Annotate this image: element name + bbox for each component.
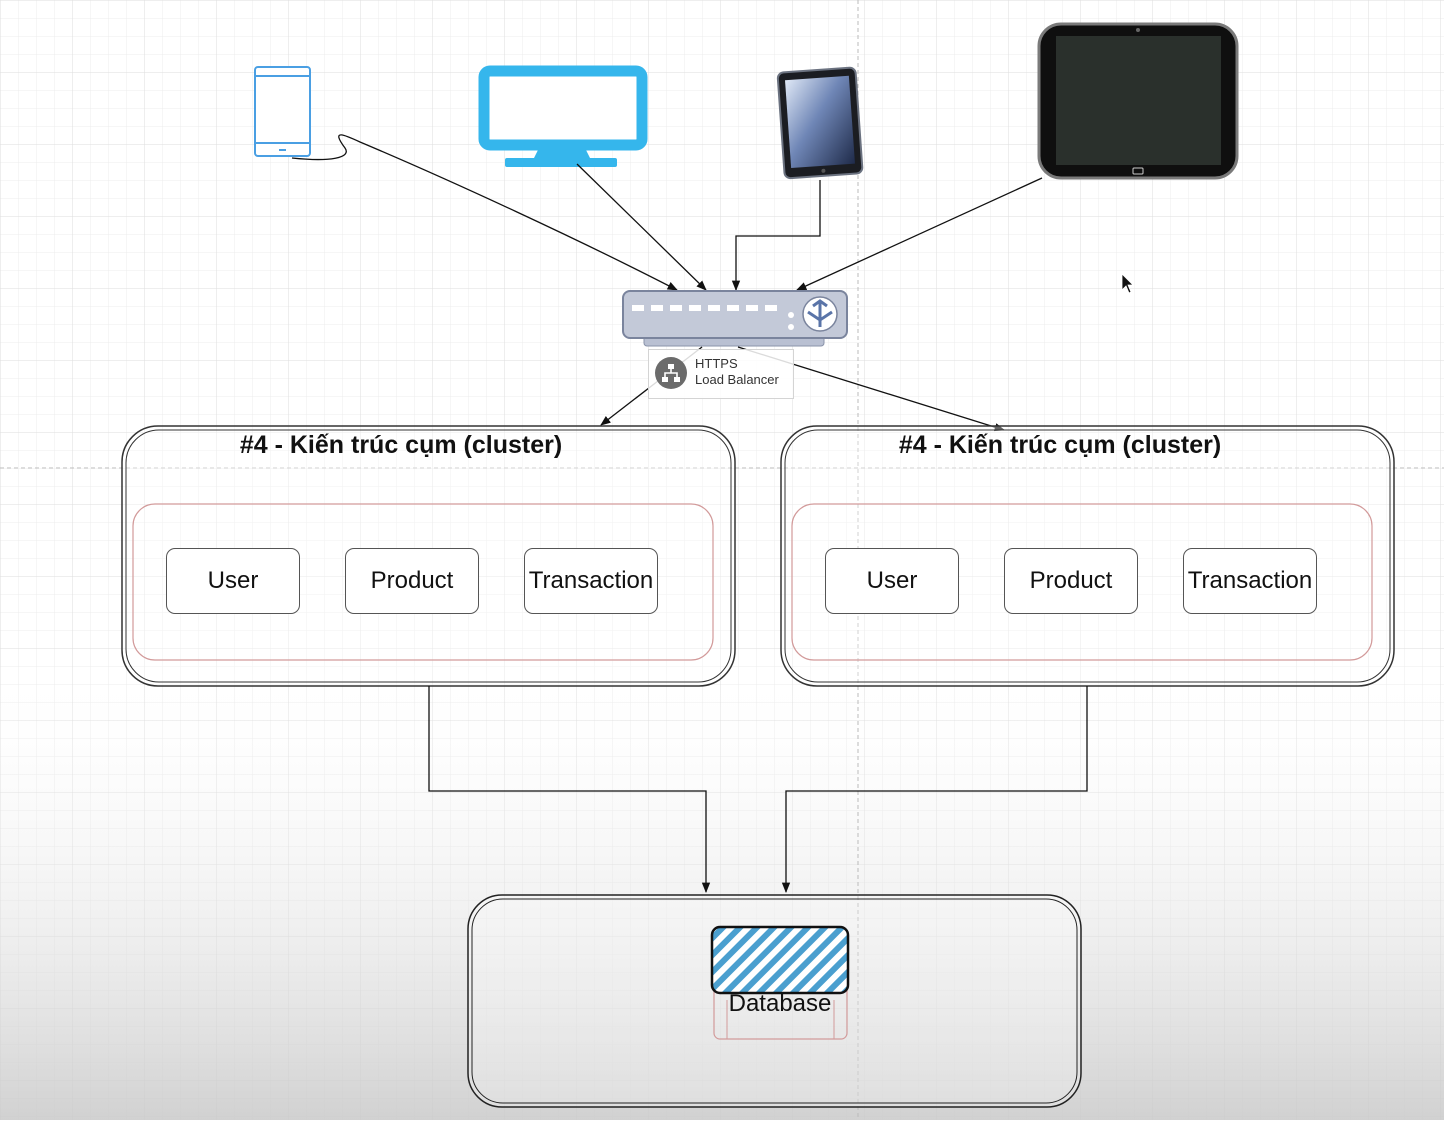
- phone-icon: [254, 66, 311, 157]
- database-icon: [710, 925, 850, 1040]
- cluster-title-left: #4 - Kiến trúc cụm (cluster): [239, 431, 563, 459]
- load-balancer-line1: HTTPS: [695, 356, 738, 371]
- device-connectors: [291, 134, 1043, 292]
- cluster-title-right: #4 - Kiến trúc cụm (cluster): [898, 431, 1222, 459]
- ipad-icon: [776, 66, 864, 180]
- service-product-right[interactable]: Product: [1004, 548, 1138, 614]
- service-transaction-right[interactable]: Transaction: [1183, 548, 1317, 614]
- tablet-icon: [1037, 22, 1239, 180]
- load-balancer-text: HTTPS Load Balancer: [695, 356, 779, 388]
- network-node-icon: [655, 357, 687, 389]
- db-connectors: [428, 686, 1088, 894]
- service-user-right[interactable]: User: [825, 548, 959, 614]
- mouse-cursor-icon: [1121, 273, 1134, 294]
- service-user-left[interactable]: User: [166, 548, 300, 614]
- load-balancer-label: HTTPS Load Balancer: [648, 349, 794, 399]
- load-balancer-line2: Load Balancer: [695, 372, 779, 387]
- database-label: Database: [728, 990, 832, 1017]
- service-product-left[interactable]: Product: [345, 548, 479, 614]
- database-container: [467, 894, 1082, 1108]
- load-balancer-icon: [622, 290, 848, 347]
- monitor-icon: [478, 65, 648, 167]
- service-transaction-left[interactable]: Transaction: [524, 548, 658, 614]
